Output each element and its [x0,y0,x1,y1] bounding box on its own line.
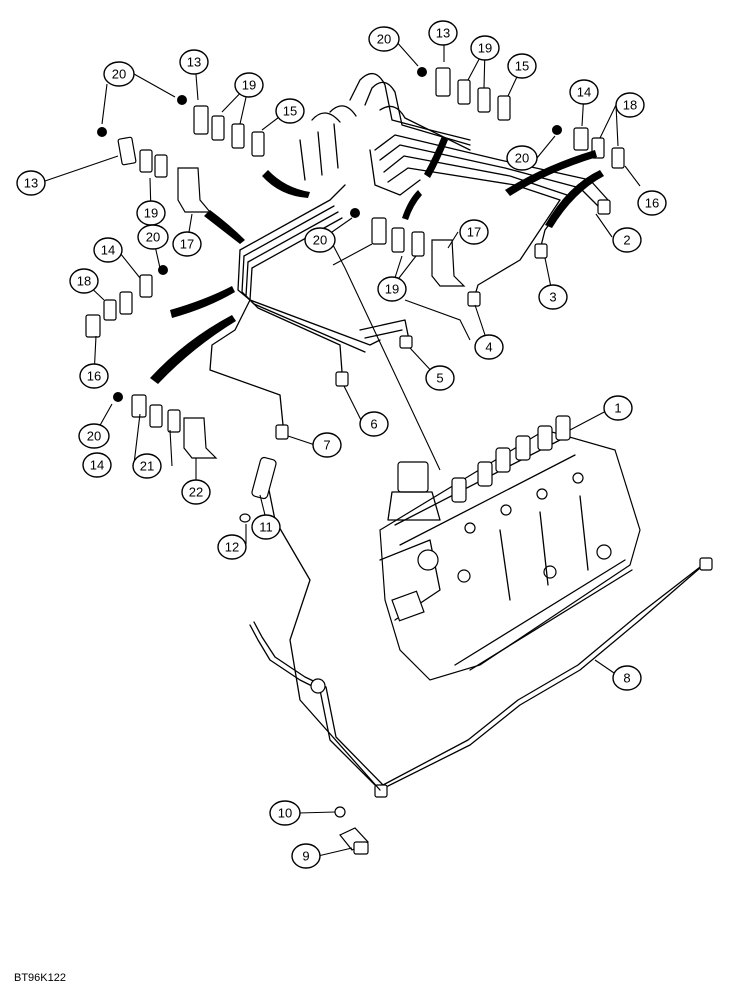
callout-14-a: 14 [569,79,599,105]
svg-text:1: 1 [614,401,621,416]
svg-text:11: 11 [259,520,273,535]
callout-4: 4 [474,334,504,360]
svg-text:19: 19 [478,41,492,56]
callout-5: 5 [425,365,455,391]
svg-text:17: 17 [180,237,194,252]
svg-text:20: 20 [146,230,160,245]
svg-text:20: 20 [377,32,391,47]
callout-15-a: 15 [507,53,537,79]
callout-11: 11 [251,514,281,540]
svg-text:4: 4 [485,340,492,355]
svg-text:13: 13 [24,176,38,191]
svg-text:5: 5 [436,371,443,386]
svg-text:12: 12 [225,540,239,555]
svg-text:20: 20 [313,233,327,248]
callout-17-b: 17 [459,219,489,245]
callout-19-a: 19 [470,35,500,61]
injection-lines-left [209,105,413,440]
svg-text:20: 20 [87,429,101,444]
callout-15-b: 15 [275,98,305,124]
callout-20-b: 20 [368,26,400,52]
svg-text:9: 9 [302,849,309,864]
callout-14-c: 14 [82,452,112,478]
banjo-bolt-and-washer [334,806,369,855]
svg-text:18: 18 [623,98,637,113]
svg-text:6: 6 [370,417,377,432]
callout-12: 12 [217,534,247,560]
svg-text:13: 13 [187,55,201,70]
svg-text:19: 19 [242,78,256,93]
svg-text:20: 20 [515,151,529,166]
injector-nozzle [239,456,277,523]
clamp-parts [85,67,625,459]
callout-6: 6 [359,411,389,437]
callout-20-e: 20 [137,224,169,250]
callout-9: 9 [291,843,321,869]
callout-20-a: 20 [103,61,135,87]
svg-text:19: 19 [144,206,158,221]
pump-delivery-valves [451,415,571,503]
callout-10: 10 [269,800,301,826]
callout-16-a: 16 [637,190,667,216]
callout-20-d: 20 [304,227,336,253]
svg-text:21: 21 [140,459,154,474]
svg-text:10: 10 [278,806,292,821]
callout-7: 7 [312,432,342,458]
svg-text:2: 2 [623,233,630,248]
callout-1: 1 [603,395,633,421]
svg-text:14: 14 [101,243,115,258]
fuel-return-line [249,469,713,798]
svg-text:13: 13 [436,26,450,41]
callout-2: 2 [612,227,642,253]
callout-16-b: 16 [79,363,109,389]
callout-18-a: 18 [615,92,645,118]
callout-13-c: 13 [16,170,46,196]
callout-18-b: 18 [69,268,99,294]
svg-text:18: 18 [77,274,91,289]
svg-text:20: 20 [112,67,126,82]
svg-text:15: 15 [283,104,297,119]
svg-text:22: 22 [189,485,203,500]
callout-20-f: 20 [78,423,110,449]
callout-19-b: 19 [234,72,264,98]
callout-21: 21 [132,453,162,479]
callout-13-a: 13 [179,49,209,75]
indicator-arrows [150,136,604,384]
svg-text:3: 3 [549,290,556,305]
svg-text:16: 16 [645,196,659,211]
svg-text:16: 16 [87,369,101,384]
callout-20-c: 20 [506,145,538,171]
svg-text:17: 17 [467,225,481,240]
svg-text:8: 8 [623,671,630,686]
svg-text:19: 19 [385,282,399,297]
injection-pump [379,415,641,681]
callout-17-a: 17 [172,231,202,257]
injection-lines-right [349,73,611,307]
callout-19-c: 19 [136,200,166,226]
svg-text:14: 14 [90,458,104,473]
callout-3: 3 [538,284,568,310]
callout-13-b: 13 [428,20,458,46]
callout-14-b: 14 [93,237,123,263]
callout-22: 22 [181,479,211,505]
svg-text:15: 15 [515,59,529,74]
callout-8: 8 [612,665,642,691]
drawing-code: BT96K122 [14,972,66,984]
svg-text:14: 14 [577,85,591,100]
callout-19-d: 19 [377,276,407,302]
svg-text:7: 7 [323,438,330,453]
